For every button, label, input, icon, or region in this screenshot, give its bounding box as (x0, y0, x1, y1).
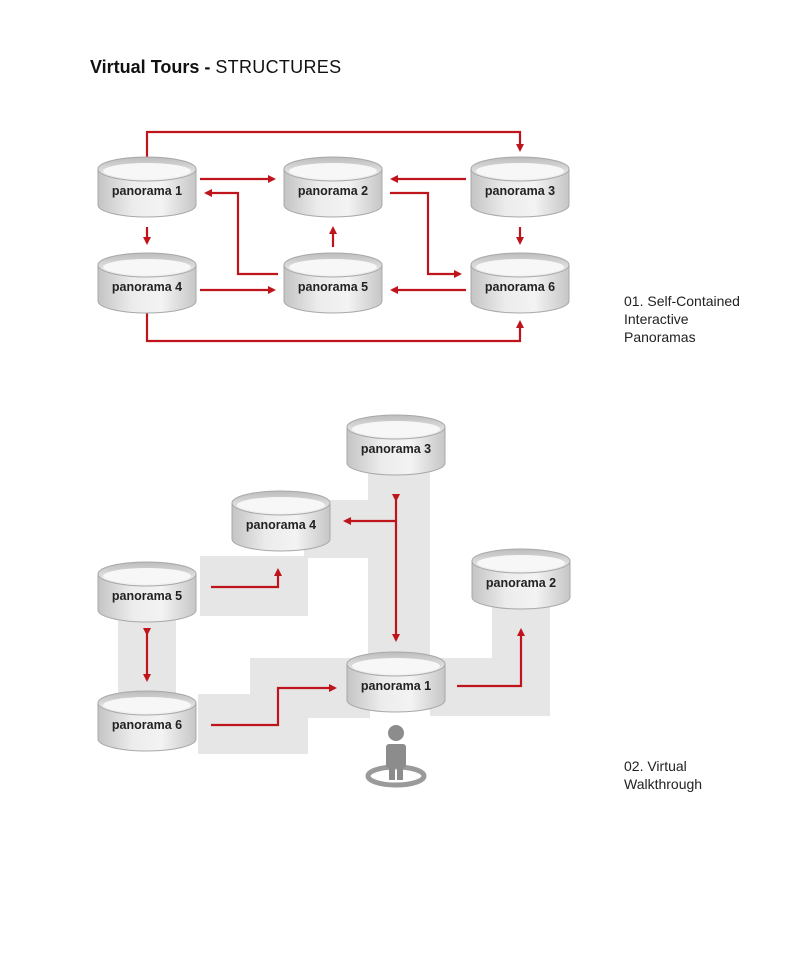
caption-line: Walkthrough (624, 776, 703, 792)
panorama-3: panorama 3 (346, 414, 446, 476)
panorama-label: panorama 1 (361, 679, 431, 693)
section1-connectors (143, 130, 524, 343)
section1-caption: 01. Self-Contained Interactive Panoramas (624, 292, 740, 346)
panorama-label: panorama 4 (112, 280, 182, 294)
person-icon (365, 725, 427, 788)
arrow-p6-p1 (211, 684, 337, 727)
panorama-2: panorama 2 (471, 548, 571, 610)
arrow-p5-p1 (204, 189, 278, 276)
section1-panoramas: panorama 1 panorama 2 panorama 3 panorama 4… (97, 156, 570, 314)
arrow-p2-p6 (390, 191, 462, 278)
panorama-label: panorama 3 (361, 442, 431, 456)
section2-connectors (143, 494, 525, 727)
panorama-4: panorama 4 (231, 490, 331, 552)
panorama-label: panorama 6 (485, 280, 555, 294)
panorama-label: panorama 5 (298, 280, 368, 294)
panorama-label: panorama 2 (486, 576, 556, 590)
panorama-3: panorama 3 (470, 156, 570, 218)
panorama-6: panorama 6 (97, 690, 197, 752)
arrow-p1-p2 (457, 628, 525, 688)
caption-line: Panoramas (624, 329, 696, 345)
arrow-p5-p4 (211, 568, 282, 589)
panorama-label: panorama 4 (246, 518, 316, 532)
panorama-label: panorama 2 (298, 184, 368, 198)
caption-line: 02. Virtual (624, 758, 687, 774)
panorama-5: panorama 5 (283, 252, 383, 314)
title-rest: STRUCTURES (215, 57, 342, 77)
panorama-label: panorama 3 (485, 184, 555, 198)
page-title: Virtual Tours - STRUCTURES (90, 57, 341, 78)
panorama-1: panorama 1 (97, 156, 197, 218)
arrow-p1-p3 (145, 130, 524, 160)
title-bold: Virtual Tours - (90, 57, 211, 77)
panorama-label: panorama 1 (112, 184, 182, 198)
panorama-2: panorama 2 (283, 156, 383, 218)
caption-line: Interactive (624, 311, 689, 327)
panorama-label: panorama 5 (112, 589, 182, 603)
caption-line: 01. Self-Contained (624, 293, 740, 309)
panorama-label: panorama 6 (112, 718, 182, 732)
panorama-4: panorama 4 (97, 252, 197, 314)
section2-panoramas: panorama 1 panorama 2 panorama 3 panorama 4… (97, 414, 571, 752)
section2-caption: 02. Virtual Walkthrough (624, 757, 702, 793)
arrow-p4-p6 (145, 313, 524, 343)
panorama-6: panorama 6 (470, 252, 570, 314)
panorama-5: panorama 5 (97, 561, 197, 623)
panorama-1: panorama 1 (346, 651, 446, 713)
